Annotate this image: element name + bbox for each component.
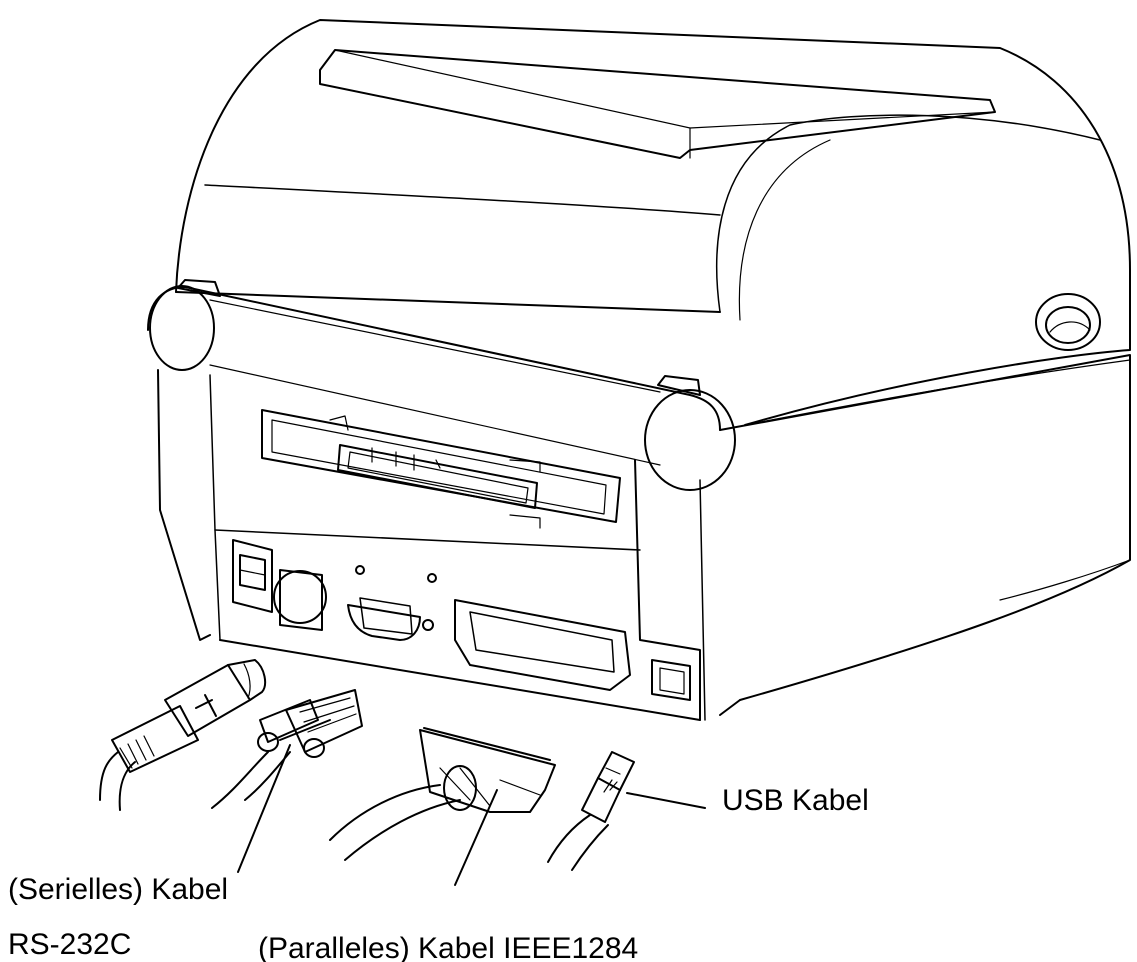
parallel-cable-label: (Paralleles) Kabel IEEE1284 [258, 932, 639, 962]
serial-cable-label: (Serielles) Kabel [8, 873, 229, 906]
leader-line-usb [626, 792, 706, 809]
printer-body [147, 19, 1131, 721]
parallel-cable [329, 727, 556, 861]
usb-cable-label: USB Kabel [722, 784, 869, 817]
serial-cable-type-label: RS-232C [8, 928, 132, 961]
usb-cable [547, 751, 635, 871]
leader-line-parallel [454, 789, 498, 886]
ps2-cable [99, 659, 267, 811]
serial-cable [211, 689, 363, 809]
leader-line-serial [237, 744, 291, 873]
